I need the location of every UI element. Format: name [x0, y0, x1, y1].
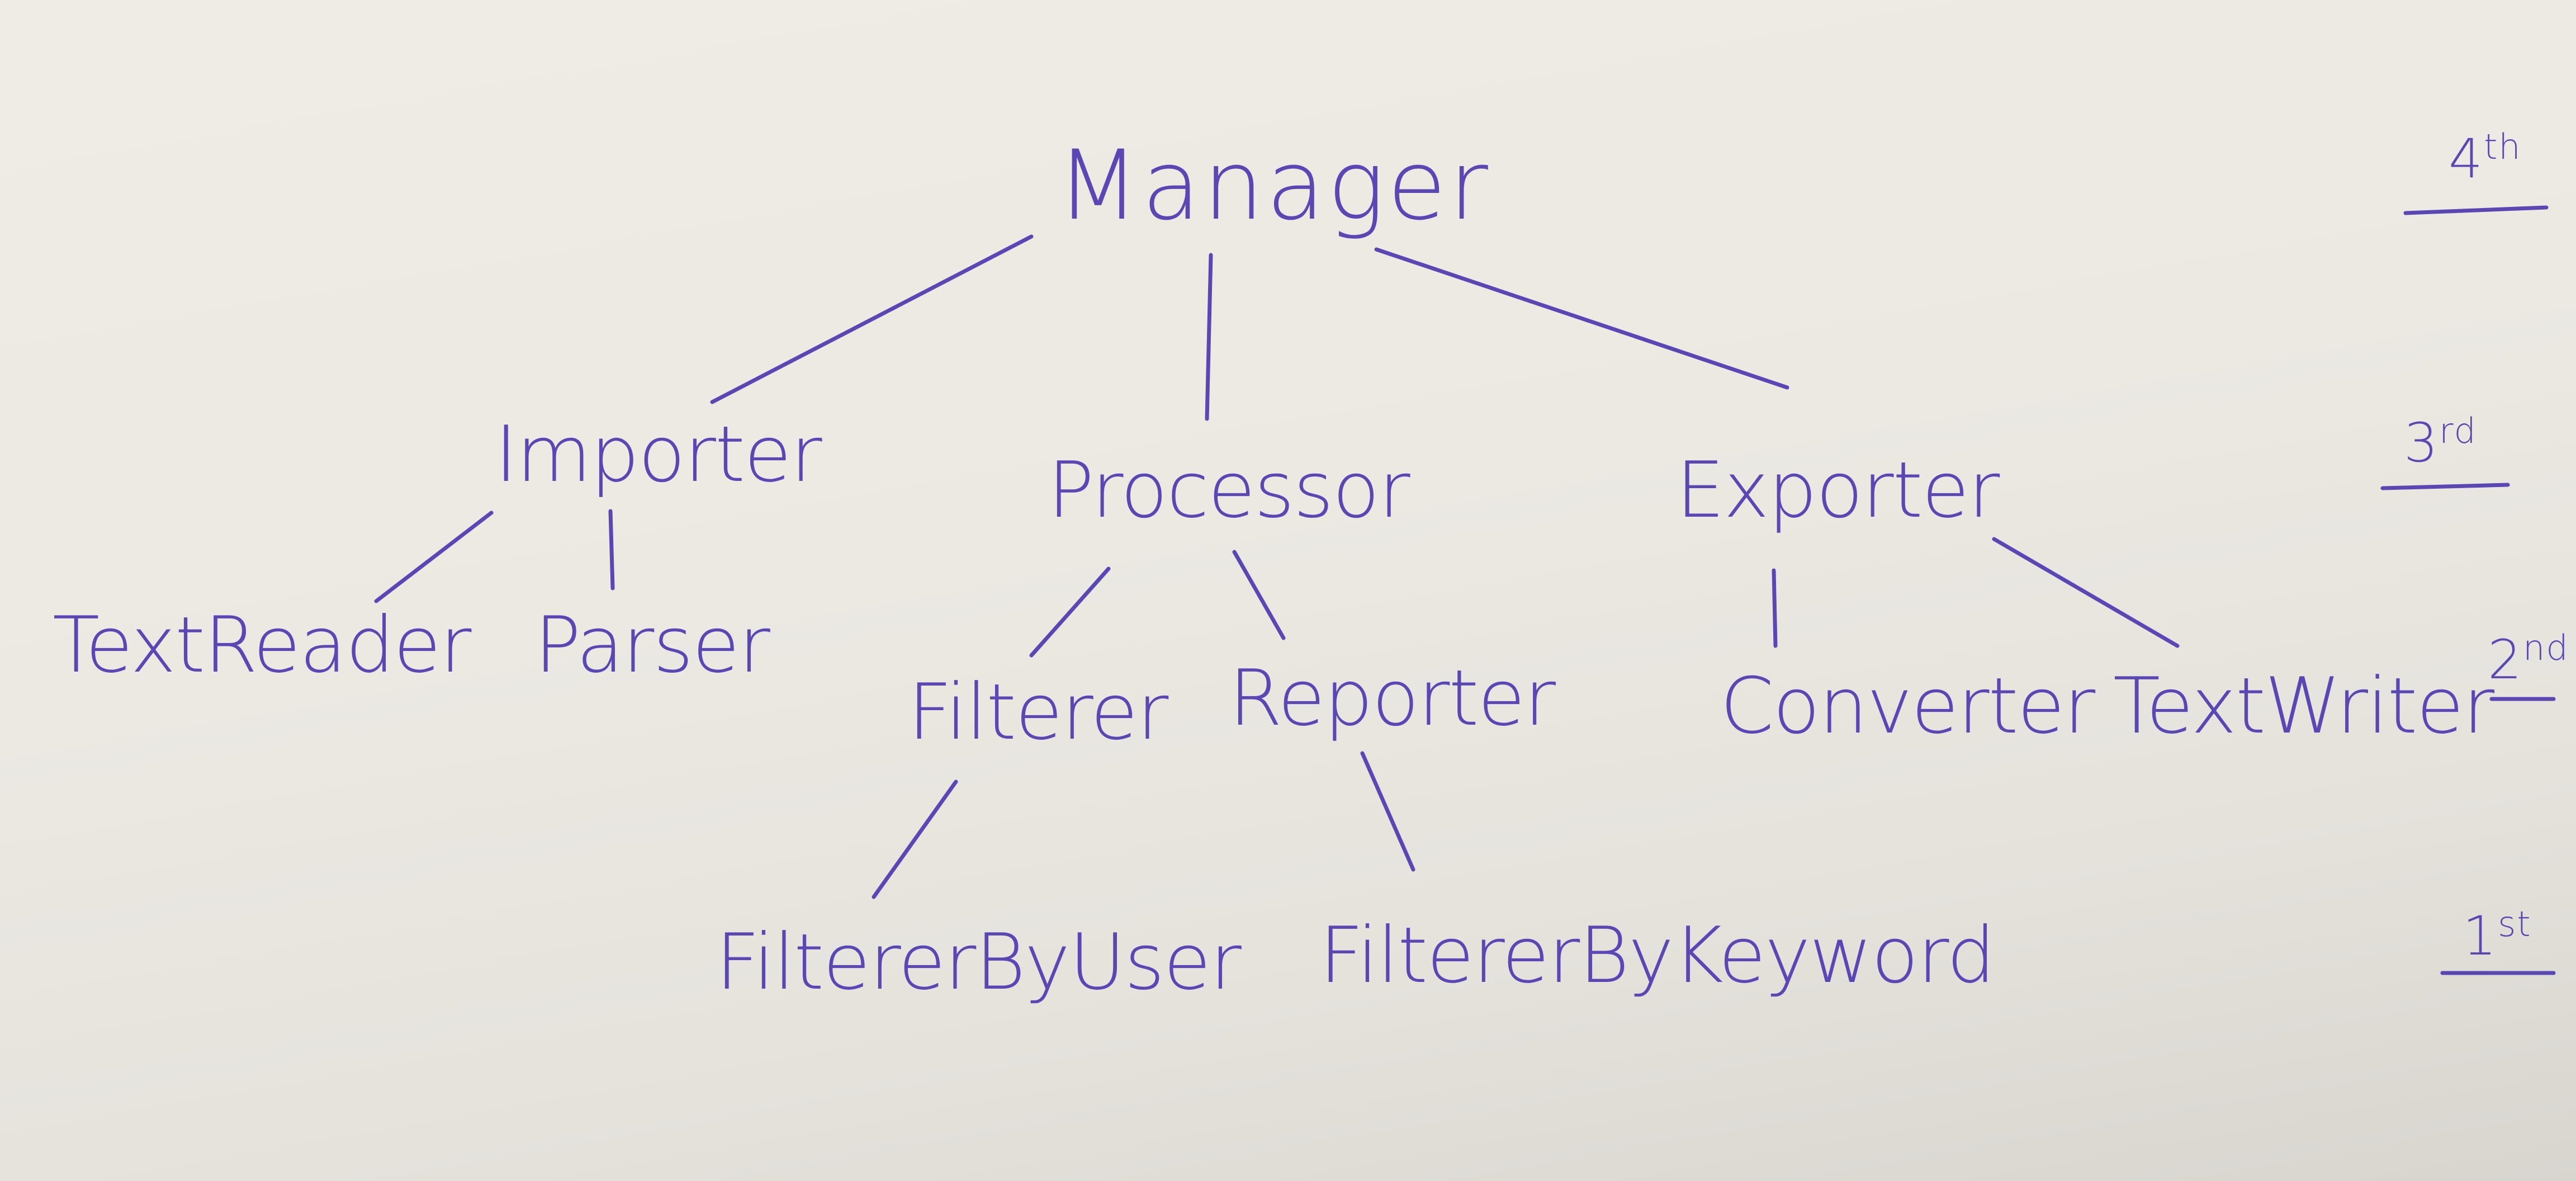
edge-manager-processor [1205, 253, 1213, 421]
level-marker-3rd: 3rd [2404, 414, 2477, 470]
node-converter: Converter [1720, 661, 2095, 751]
edge-processor-filterer [1029, 566, 1111, 658]
level-marker-2nd: 2nd [2488, 631, 2569, 687]
node-textreader: TextReader [53, 600, 471, 690]
node-filtererbyuser: FiltererByUser [716, 917, 1242, 1007]
level-suffix: rd [2439, 410, 2477, 451]
level-underline-3rd [2380, 483, 2510, 490]
edge-processor-reporter [1232, 550, 1286, 640]
level-marker-4th: 4th [2449, 130, 2522, 186]
edge-exporter-converter [1772, 568, 1778, 648]
edge-filterer-filtererbyuser [872, 780, 958, 899]
node-processor: Processor [1048, 445, 1410, 535]
level-underline-4th [2403, 205, 2549, 215]
level-suffix: th [2484, 126, 2522, 167]
node-importer: Importer [495, 409, 822, 499]
node-parser: Parser [534, 600, 770, 690]
edge-importer-parser [608, 509, 615, 590]
edge-manager-importer [710, 234, 1034, 404]
node-textwriter: TextWriter [2113, 661, 2494, 751]
edge-reporter-filtererbykeyword [1360, 751, 1415, 872]
level-marker-1st: 1st [2463, 907, 2532, 963]
node-exporter: Exporter [1676, 445, 2000, 535]
node-reporter: Reporter [1229, 653, 1556, 743]
edge-importer-textreader [374, 511, 494, 603]
edge-manager-exporter [1374, 247, 1789, 390]
level-number: 1 [2463, 905, 2498, 967]
level-number: 2 [2488, 629, 2523, 691]
level-number: 3 [2404, 412, 2440, 474]
level-suffix: st [2498, 904, 2532, 944]
node-manager: Manager [1057, 129, 1490, 242]
edge-exporter-textwriter [1992, 537, 2180, 648]
level-suffix: nd [2523, 627, 2569, 668]
node-filtererbykeyword: FiltererByKeyword [1319, 910, 1996, 1000]
level-number: 4 [2449, 127, 2484, 190]
node-filterer: Filterer [908, 667, 1168, 757]
